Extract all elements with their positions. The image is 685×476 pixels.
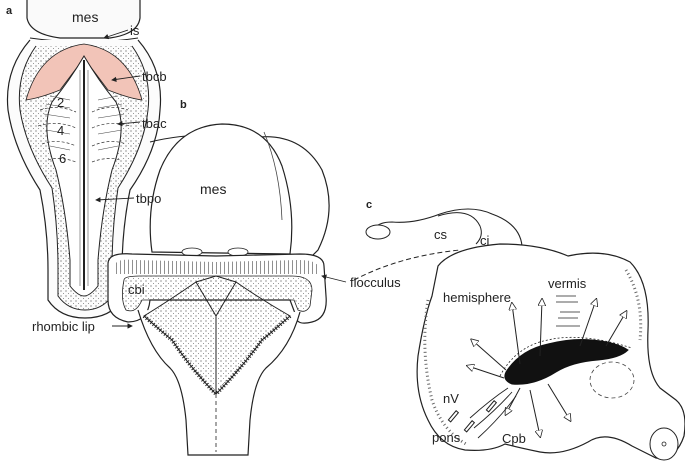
panel-c-black-region bbox=[504, 339, 629, 385]
label-ci: ci bbox=[480, 233, 490, 248]
panel-a-drawing bbox=[6, 0, 162, 319]
label-is: is bbox=[130, 23, 140, 38]
label-rhombomere-4: 4 bbox=[57, 123, 65, 138]
label-Cpb: Cpb bbox=[502, 431, 526, 446]
panel-a-letter: a bbox=[6, 5, 13, 17]
label-flocculus: flocculus bbox=[350, 275, 401, 290]
panel-b-drawing bbox=[107, 123, 347, 456]
label-nV: nV bbox=[443, 391, 459, 406]
panel-a-mesencephalon bbox=[26, 0, 141, 39]
label-rhombic-lip: rhombic lip bbox=[32, 319, 95, 334]
label-tbcb: tbcb bbox=[142, 69, 167, 84]
panel-c-letter: c bbox=[366, 199, 373, 211]
panel-c-drawing bbox=[353, 208, 685, 461]
panel-b-mesencephalon bbox=[149, 123, 293, 255]
label-cs: cs bbox=[434, 227, 447, 242]
label-b-mes: mes bbox=[200, 181, 227, 197]
label-tbac: tbac bbox=[142, 116, 167, 131]
label-cbi: cbi bbox=[128, 282, 145, 297]
label-vermis: vermis bbox=[548, 276, 587, 291]
label-rhombomere-2: 2 bbox=[57, 95, 65, 110]
label-rhombomere-6: 6 bbox=[59, 151, 67, 166]
label-pons: pons bbox=[432, 430, 461, 445]
label-a-mes: mes bbox=[72, 9, 99, 25]
label-hemisphere: hemisphere bbox=[443, 290, 511, 305]
label-tbpo: tbpo bbox=[136, 191, 162, 206]
panel-b-letter: b bbox=[180, 99, 187, 111]
